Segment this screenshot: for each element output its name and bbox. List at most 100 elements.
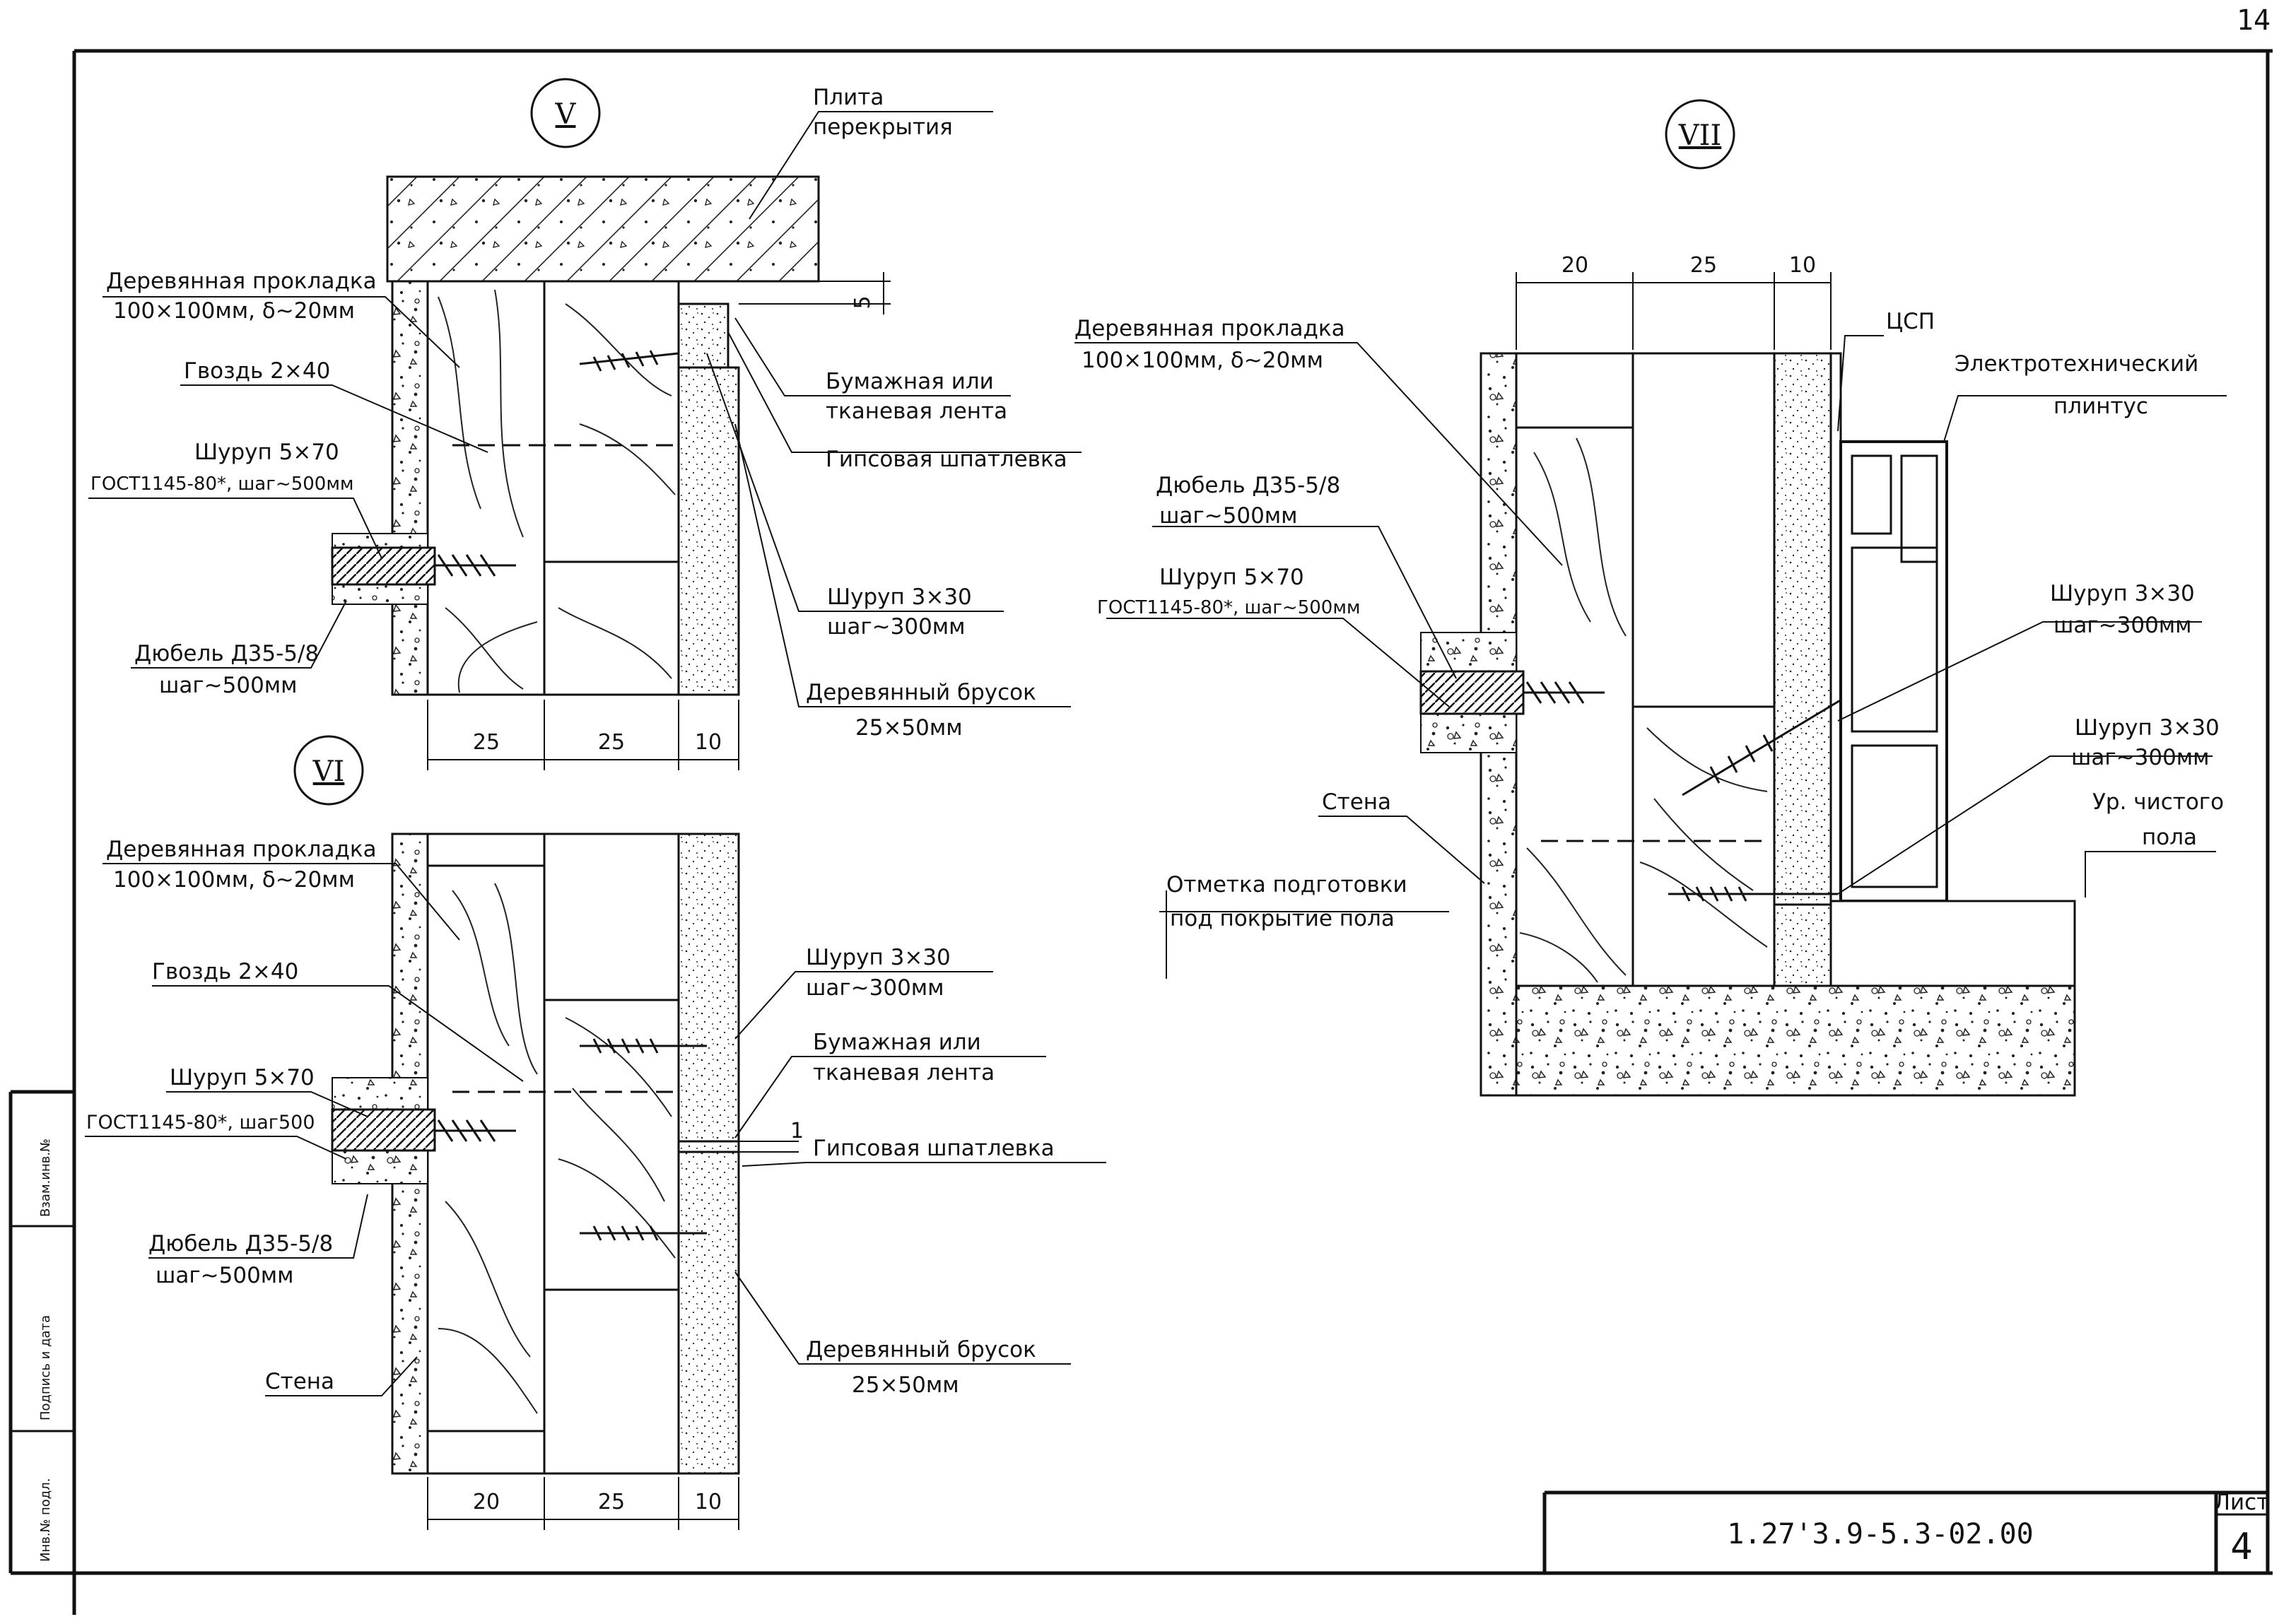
label-dowel-1: Дюбель Д35-5/8 — [148, 1231, 333, 1257]
detail-vi-marker — [293, 735, 364, 806]
screw-3x30-angled — [1682, 698, 1842, 796]
wood-bar — [543, 832, 680, 1475]
dim-v-4: 5 — [850, 295, 875, 309]
dim-v-2: 25 — [598, 730, 625, 755]
sheet-number: 4 — [2230, 1526, 2252, 1568]
label-pad-1: Деревянная прокладка — [106, 269, 377, 294]
dowel — [1419, 670, 1525, 715]
label-pad-1: Деревянная прокладка — [1074, 316, 1345, 341]
dowel — [331, 1108, 436, 1152]
label-screw-b2: шаг~300мм — [2071, 745, 2210, 770]
dim-vii-2: 25 — [1690, 253, 1717, 278]
floor-finish — [1829, 900, 2076, 987]
gypsum-board — [677, 832, 740, 1475]
dim-vii-3: 10 — [1789, 253, 1816, 278]
label-tape-2: тканевая лента — [813, 1060, 995, 1085]
label-bar-2: 25×50мм — [855, 715, 963, 741]
label-slab-2: перекрытия — [813, 114, 953, 140]
label-screw-2: ГОСТ1145-80*, шаг~500мм — [90, 473, 354, 495]
wood-pad — [1515, 352, 1634, 987]
wood-pad — [426, 280, 546, 696]
leaders-vii — [1074, 335, 2227, 979]
dims-vii: 20 25 10 — [1516, 253, 1832, 350]
screw-3x30-lower — [1668, 886, 1838, 902]
wood-bar — [1631, 352, 1776, 987]
detail-vii-marker — [1665, 99, 1735, 170]
label-bar-1: Деревянный брусок — [806, 680, 1036, 705]
label-screw-2: ГОСТ1145-80*, шаг500 — [86, 1112, 315, 1134]
label-wall: Стена — [1322, 789, 1391, 815]
gypsum-board — [1773, 352, 1832, 906]
label-csp: ЦСП — [1886, 309, 1935, 334]
floor-base — [1515, 984, 2076, 1097]
label-dowel-2: шаг~500мм — [159, 673, 298, 698]
dims-vi: 20 25 10 1 — [427, 1119, 804, 1530]
label-bar-2: 25×50мм — [852, 1372, 959, 1398]
dim-v-3: 10 — [695, 730, 722, 755]
detail-v-marker — [530, 78, 601, 148]
label-small-screw-2: шаг~300мм — [806, 975, 944, 1001]
dim-vi-2: 25 — [598, 1490, 625, 1514]
label-screw-1: Шуруп 5×70 — [170, 1065, 315, 1090]
label-putty: Гипсовая шпатлевка — [826, 447, 1067, 472]
label-tape-2: тканевая лента — [826, 399, 1007, 424]
dowel — [331, 546, 436, 586]
label-slab-1: Плита — [813, 85, 884, 110]
label-tape-1: Бумажная или — [826, 369, 994, 394]
label-screw-a1: Шуруп 3×30 — [2050, 581, 2195, 606]
gypsum-board — [677, 366, 740, 696]
sheet-frame — [8, 49, 2273, 1615]
label-wall: Стена — [265, 1369, 334, 1394]
putty-joint — [677, 302, 730, 369]
dim-vi-1: 20 — [473, 1490, 500, 1514]
label-screw-1: Шуруп 5×70 — [1159, 565, 1304, 590]
wood-bar — [543, 280, 680, 696]
detail-v-marker-label: V — [555, 98, 577, 131]
label-pad-2: 100×100мм, δ~20мм — [1082, 348, 1323, 373]
stamp-replaced-inv: Взам.инв.№ — [38, 1138, 53, 1217]
label-pad-2: 100×100мм, δ~20мм — [113, 867, 355, 893]
label-floor-2: пола — [2142, 825, 2197, 850]
sheet-label: Лист — [2214, 1490, 2270, 1515]
document-code: 1.27'3.9-5.3-02.00 — [1727, 1518, 2033, 1551]
leaders-vi — [85, 863, 1106, 1396]
label-mark-1: Отметка подготовки — [1166, 872, 1407, 898]
label-screw-b1: Шуруп 3×30 — [2075, 715, 2220, 741]
screw-3x30 — [579, 350, 679, 372]
label-dowel-1: Дюбель Д35-5/8 — [134, 641, 319, 666]
label-nail: Гвоздь 2×40 — [152, 959, 298, 984]
label-plinth-1: Электротехнический — [1955, 351, 2198, 377]
label-screw-2: ГОСТ1145-80*, шаг~500мм — [1097, 597, 1361, 618]
leaders-v — [88, 111, 1082, 707]
label-screw-1: Шуруп 5×70 — [194, 440, 339, 465]
label-nail: Гвоздь 2×40 — [184, 358, 330, 384]
screw-5x70 — [1523, 681, 1605, 704]
label-mark-2: под покрытие пола — [1170, 906, 1395, 931]
detail-vii-marker-label: VII — [1678, 119, 1722, 152]
stamp-signature-date: Подпись и дата — [38, 1315, 53, 1420]
label-small-screw-2: шаг~300мм — [827, 614, 966, 640]
label-dowel-2: шаг~500мм — [156, 1263, 294, 1288]
dim-vi-3: 10 — [695, 1490, 722, 1514]
dim-vi-4: 1 — [790, 1119, 804, 1143]
floor-slab — [386, 175, 820, 283]
wall — [391, 280, 429, 696]
label-bar-1: Деревянный брусок — [806, 1337, 1036, 1363]
wood-pad — [426, 832, 546, 1475]
screw-3x30-upper — [580, 1038, 707, 1054]
label-small-screw-1: Шуруп 3×30 — [806, 945, 951, 970]
detail-vi: VI 20 25 10 1 — [85, 735, 1106, 1530]
csp-board — [1829, 352, 1842, 987]
screw-3x30-lower — [580, 1225, 707, 1241]
electrical-plinth — [1839, 440, 1948, 902]
dim-vii-1: 20 — [1561, 253, 1588, 278]
label-pad-2: 100×100мм, δ~20мм — [113, 298, 355, 324]
label-pad-1: Деревянная прокладка — [106, 837, 377, 862]
stamp-inv-no: Инв.№ подл. — [38, 1478, 53, 1562]
label-plinth-2: плинтус — [2053, 394, 2148, 419]
screw-5x70 — [435, 554, 516, 577]
detail-vii: VII — [1074, 99, 2227, 1097]
screw-5x70 — [435, 1119, 516, 1142]
dims-v: 25 25 10 5 — [427, 272, 891, 770]
